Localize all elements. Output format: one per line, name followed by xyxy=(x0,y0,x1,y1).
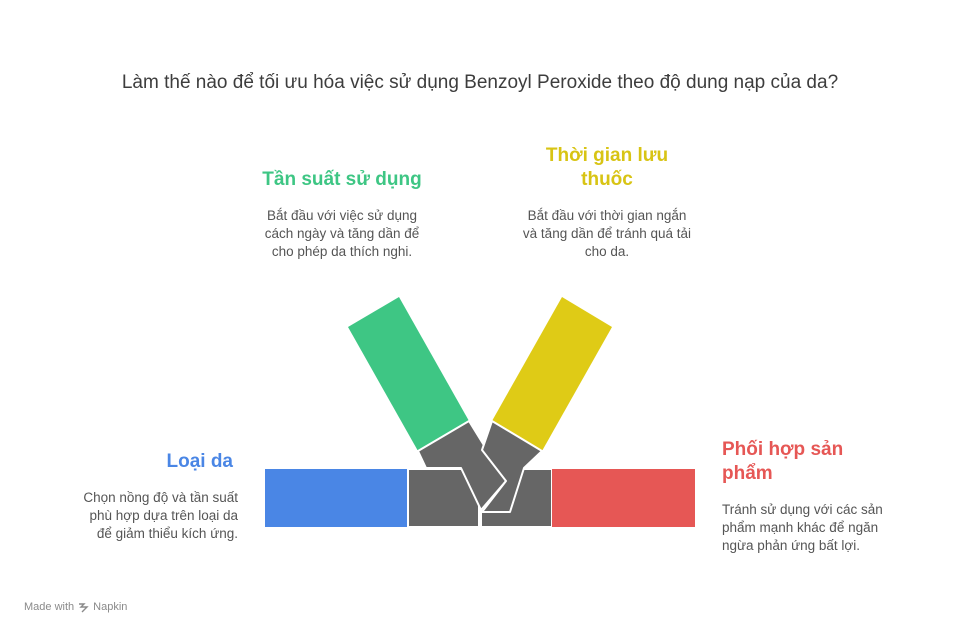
watermark: Made with Napkin xyxy=(24,601,127,613)
skin-type-description: Chọn nồng độ và tần suất phù hợp dựa trê… xyxy=(33,489,238,543)
contact-time-connector xyxy=(481,420,543,513)
contact-time-heading-line: Thời gian lưu xyxy=(545,145,669,166)
skin-type-desc-line: phù hợp dựa trên loại da xyxy=(89,508,239,523)
combination-desc-line: ngừa phản ứng bất lợi. xyxy=(722,538,861,553)
contact-time-desc-line: Bắt đầu với thời gian ngắn xyxy=(527,208,687,223)
contact-time-desc-line: và tăng dần để tránh quá tải xyxy=(522,226,692,241)
frequency-desc-line: cho phép da thích nghi. xyxy=(271,244,413,259)
combination-heading: Phối hợp sản phẩm xyxy=(722,438,922,486)
combination-desc-line: Tránh sử dụng với các sản xyxy=(722,502,883,517)
combination-desc-line: phẩm mạnh khác để ngăn xyxy=(722,520,879,535)
contact-time-heading: Thời gian lưu thuốc xyxy=(497,144,717,192)
watermark-brand: Napkin xyxy=(93,601,128,613)
combination-description: Tránh sử dụng với các sản phẩm mạnh khác… xyxy=(722,501,932,555)
page-title: Làm thế nào để tối ưu hóa việc sử dụng B… xyxy=(121,72,839,93)
skin-type-heading: Loại da xyxy=(166,451,233,472)
watermark-prefix: Made with xyxy=(24,601,75,613)
napkin-logo-icon xyxy=(79,602,89,612)
skin-type-bar xyxy=(265,469,408,527)
frequency-connector xyxy=(417,420,507,511)
contact-time-description: Bắt đầu với thời gian ngắn và tăng dần đ… xyxy=(497,207,717,261)
frequency-bar xyxy=(348,297,469,451)
combination-heading-line: Phối hợp sản xyxy=(722,439,844,460)
skin-type-desc-line: để giảm thiểu kích ứng. xyxy=(96,526,238,541)
combination-bar xyxy=(552,469,695,527)
frequency-desc-line: Bắt đầu với việc sử dụng xyxy=(267,208,417,223)
contact-time-heading-line: thuốc xyxy=(581,169,633,190)
frequency-desc-line: cách ngày và tăng dần để xyxy=(264,226,420,241)
frequency-heading: Tần suất sử dụng xyxy=(262,169,422,190)
combination-heading-line: phẩm xyxy=(722,463,773,484)
contact-time-desc-line: cho da. xyxy=(584,244,630,259)
frequency-description: Bắt đầu với việc sử dụng cách ngày và tă… xyxy=(232,207,452,261)
skin-type-desc-line: Chọn nồng độ và tần suất xyxy=(83,490,238,505)
contact-time-bar xyxy=(492,297,612,451)
